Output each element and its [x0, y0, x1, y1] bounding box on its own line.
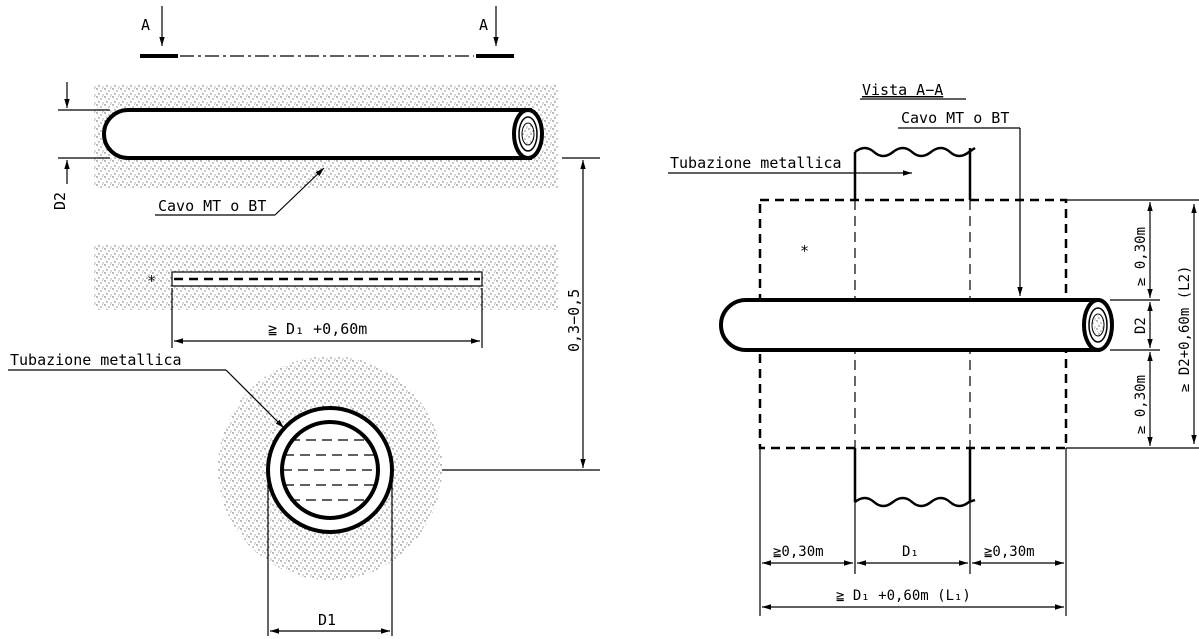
section-marker-right: A	[476, 6, 514, 58]
view-title: Vista A−A	[862, 81, 943, 99]
cable-diameter-label-right: D2	[1133, 317, 1149, 334]
depth-label: 0,3−0,5	[565, 289, 583, 352]
section-marker-left: A	[140, 6, 178, 58]
slab-length-dimension: ≧ D₁ +0,60m	[171, 288, 483, 348]
bottom-gap-label: ≥ 0,30m	[1133, 375, 1149, 434]
pipe-diameter-label: D1	[318, 611, 336, 629]
cable-diameter-label: D2	[51, 192, 69, 210]
cable-callout: Cavo MT o BT	[155, 167, 325, 216]
cable-end-cross-section-right	[1082, 298, 1114, 352]
asterisk-right: *	[800, 242, 809, 260]
cable-side-view	[102, 108, 532, 160]
depth-dimension: 0,3−0,5	[420, 157, 600, 471]
slab-length-label: ≧ D₁ +0,60m	[268, 320, 367, 338]
protective-slab	[171, 271, 483, 287]
vertical-dimensions: ≥ 0,30m D2 ≥ 0,30m ≥ D2+0,60m (L2)	[1066, 199, 1199, 449]
total-height-label: ≥ D2+0,60m (L2)	[1177, 266, 1193, 392]
pipe-callout: Tubazione metallica	[8, 351, 285, 429]
asterisk-left: *	[147, 272, 156, 290]
pipe-diameter-dimension: D1	[267, 470, 393, 636]
right-gap-label: ≧0,30m	[984, 544, 1035, 560]
left-view: A A D2 Cavo MT o BT	[8, 6, 600, 636]
cable-label: Cavo MT o BT	[158, 197, 266, 215]
cable-label-right: Cavo MT o BT	[901, 109, 1009, 127]
pipe-cross-section	[266, 406, 394, 534]
horizontal-dimensions: ≧0,30m D₁ ≧0,30m ≧ D₁ +0,60m (L₁)	[759, 448, 1067, 616]
pipe-diameter-label-right: D₁	[902, 544, 919, 560]
right-view: Vista A−A * Cavo MT o BT	[668, 81, 1199, 616]
pipe-longitudinal	[853, 146, 976, 508]
cable-callout-right: Cavo MT o BT	[898, 109, 1023, 296]
left-gap-label: ≧0,30m	[773, 544, 824, 560]
section-marker-left-label: A	[141, 16, 150, 34]
top-gap-label: ≥ 0,30m	[1133, 227, 1149, 286]
cable-diameter-dimension: D2	[51, 82, 110, 210]
pipe-label: Tubazione metallica	[10, 351, 182, 369]
total-width-label: ≧ D₁ +0,60m (L₁)	[836, 588, 971, 604]
section-marker-right-label: A	[479, 16, 488, 34]
cable-longitudinal	[719, 298, 1100, 352]
cable-end-cross-section	[512, 108, 544, 160]
pipe-label-right: Tubazione metallica	[670, 154, 842, 172]
pipe-callout-right: Tubazione metallica	[668, 154, 912, 176]
